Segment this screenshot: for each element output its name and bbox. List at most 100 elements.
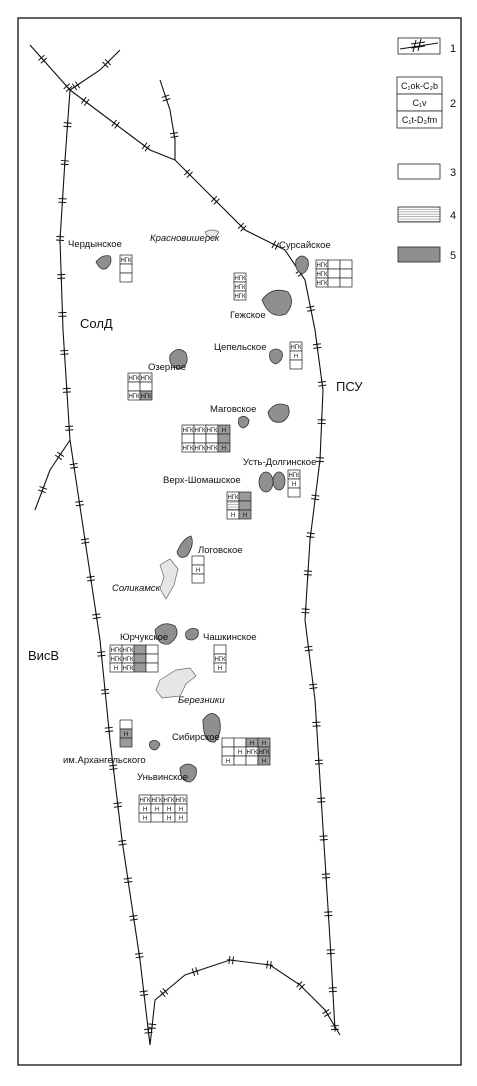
table-cell <box>146 645 158 654</box>
field-chashkin-body <box>186 628 199 640</box>
table-cell <box>288 488 300 497</box>
table-cell-code: НГК <box>316 281 328 287</box>
fault-tick-cross <box>64 348 65 356</box>
town-krasnovishersk-label: Красновишерск <box>150 233 220 244</box>
table-cell <box>140 382 152 391</box>
fault-tick-cross <box>117 801 118 809</box>
field-logovskoe-body <box>177 536 192 557</box>
legend-strat-top-label: C₁ok-C₂b <box>401 81 438 91</box>
legend-empty-swatch <box>398 164 440 179</box>
table-cell <box>328 278 340 287</box>
table-cell-code: Н <box>143 816 147 822</box>
legend-num-4: 4 <box>450 210 456 222</box>
table-cell-code: НГК <box>110 648 122 654</box>
table-cell-code: НГК <box>206 428 218 434</box>
field-arkh-body <box>150 740 161 750</box>
table-cell-code: НГК <box>140 376 152 382</box>
table-cell <box>146 663 158 672</box>
table-cell <box>206 434 218 443</box>
field-ust-dolg-2 <box>273 472 285 490</box>
table-cell <box>239 501 251 510</box>
table-cell-code: НГК <box>206 446 218 452</box>
table-cell-code: НГК <box>194 428 206 434</box>
table-cell-code: Н <box>222 428 226 434</box>
field-gezhskoe-label: Гежское <box>230 310 266 321</box>
table-cell-code: НГК <box>234 276 246 282</box>
table-cell-code: НГК <box>234 285 246 291</box>
fault-tick-cross <box>127 876 128 884</box>
field-unvinskoe-label: Уньвинское <box>137 772 188 783</box>
table-cell <box>214 645 226 654</box>
legend-grey-swatch <box>398 247 440 262</box>
table-cell-code: НГК <box>246 750 258 756</box>
town-solikamsk-label: Соликамск <box>112 583 161 594</box>
table-cell-code: НГК <box>140 394 152 400</box>
table-cell-code: Н <box>262 741 266 747</box>
table-cell <box>328 260 340 269</box>
table-cell-code: Н <box>294 354 298 360</box>
fault-tick-cross <box>317 342 318 350</box>
region-sold: СолД <box>80 316 113 331</box>
table-cell-code: НГК <box>290 345 302 351</box>
fault-tick-cross <box>174 131 175 139</box>
fault-tick-cross <box>90 575 91 583</box>
field-cherdynskoe-body <box>96 256 111 270</box>
table-cell-code: Н <box>238 750 242 756</box>
table-cell-code: Н <box>196 568 200 574</box>
field-magovskoe-body <box>268 404 289 422</box>
table-cell-code: НГК <box>288 473 300 479</box>
table-cell <box>218 434 230 443</box>
region-psu: ПСУ <box>336 379 363 394</box>
table-cell <box>120 273 132 282</box>
legend: 1 C₁ok-C₂b C₁v C₁t-D₃fm 2 3 4 5 <box>397 38 456 262</box>
table-cell <box>192 556 204 565</box>
table-cell-code: Н <box>124 732 128 738</box>
legend-strat-mid-label: C₁v <box>412 98 427 108</box>
table-cell-code: НГК <box>120 258 132 264</box>
fault-tick-cross <box>67 121 68 129</box>
fault-east-main <box>175 160 335 1030</box>
map-frame <box>18 18 461 1065</box>
fault-south-arc <box>150 960 340 1045</box>
fault-tick-cross <box>122 839 123 847</box>
table-cell-code: Н <box>114 666 118 672</box>
field-arkhangelskogo-label: им.Архангельского <box>63 755 146 766</box>
table-cell-code: Н <box>262 759 266 765</box>
legend-num-2: 2 <box>450 98 456 110</box>
fault-north-branch <box>160 80 175 160</box>
fault-tick-cross <box>139 951 140 959</box>
table-cell <box>120 264 132 273</box>
fault-tick-cross <box>148 1027 149 1035</box>
fault-tick-cross <box>152 1022 153 1030</box>
table-cell-code: Н <box>226 759 230 765</box>
table-cell <box>134 645 146 654</box>
fault-nw-diagonal <box>70 90 175 160</box>
table-cell <box>340 260 352 269</box>
field-verkh-shomashskoe-label: Верх-Шомашское <box>163 475 241 486</box>
table-cell <box>222 738 234 747</box>
table-cell-code: НГК <box>258 750 270 756</box>
region-visv: ВисВ <box>28 648 59 663</box>
table-cell-code: НГК <box>316 272 328 278</box>
table-cell <box>151 813 163 822</box>
fault-tick-cross <box>265 964 273 965</box>
legend-num-3: 3 <box>450 167 456 179</box>
table-cell-code: Н <box>243 513 247 519</box>
field-magovskoe-label: Маговское <box>210 404 256 415</box>
table-cell <box>146 654 158 663</box>
table-cell-code: НГК <box>234 294 246 300</box>
table-cell-code: Н <box>155 807 159 813</box>
table-cell-code: НГК <box>227 495 239 501</box>
legend-strat-bot-label: C₁t-D₃fm <box>402 115 437 125</box>
field-sibirskoe-label: Сибирское <box>172 732 220 743</box>
fault-tick-cross <box>322 380 323 388</box>
town-berezniki-label: Березники <box>178 695 225 706</box>
table-cell-code: НГК <box>151 798 163 804</box>
table-cell-code: НГК <box>182 428 194 434</box>
table-cell-code: НГК <box>110 657 122 663</box>
table-cell-code: Н <box>179 816 183 822</box>
fault-tick-cross <box>310 531 311 539</box>
